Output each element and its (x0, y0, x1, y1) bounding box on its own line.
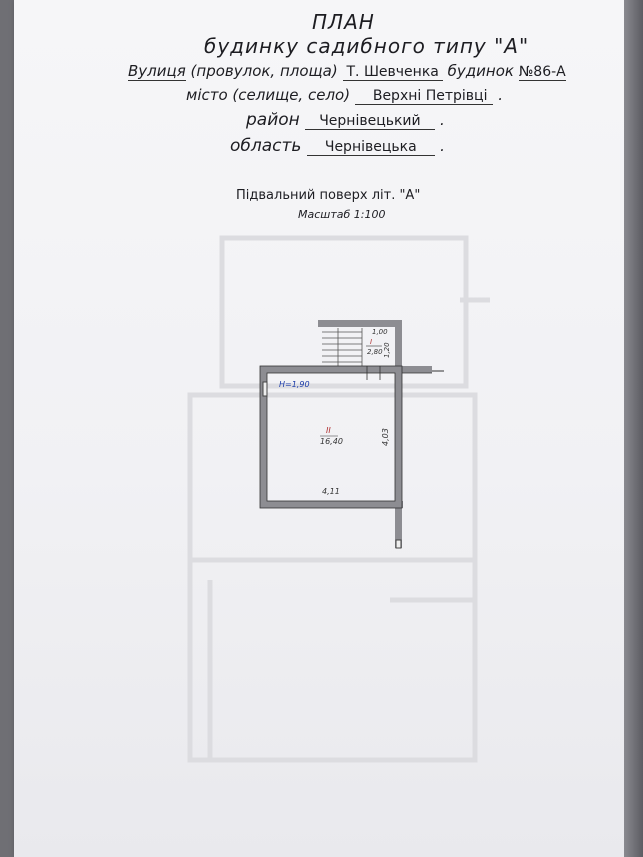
town-dot: . (498, 86, 504, 104)
room1-length-dim: 1,20 (383, 342, 391, 358)
room1-number: I (370, 338, 372, 346)
street-value: Т. Шевченка (342, 64, 443, 81)
region-row: область Чернівецька . (230, 136, 445, 156)
street-label: Вулиця (128, 62, 186, 81)
town-label: місто (селище, село) (186, 86, 351, 104)
stair-walls (318, 320, 402, 376)
room2-width-dim: 4,11 (322, 487, 340, 496)
house-label: будинок (447, 62, 514, 80)
room2-area: 16,40 (320, 437, 343, 446)
room2-number: II (326, 426, 331, 435)
town-row: місто (селище, село) Верхні Петрівці . (186, 86, 503, 105)
room1-area: 2,80 (367, 348, 383, 356)
height-label: H=1,90 (279, 380, 310, 389)
region-value: Чернівецька (306, 139, 435, 156)
room2-height-dim: 4,03 (381, 428, 390, 446)
plan-subtitle: будинку садибного типу "А" (204, 34, 530, 58)
wall-outlines (259, 365, 432, 509)
district-row: район Чернівецький . (246, 110, 445, 130)
region-dot: . (440, 137, 445, 155)
region-label: область (230, 136, 302, 156)
floor-title: Підвальний поверх літ. "А" (236, 188, 421, 203)
document-page (14, 0, 624, 857)
stair-treads (322, 328, 363, 366)
street-row: Вулиця (провулок, площа) Т. Шевченка буд… (128, 62, 566, 81)
scale-label: Масштаб 1:100 (298, 208, 386, 221)
town-value: Верхні Петрівці (354, 88, 494, 105)
district-dot: . (440, 111, 445, 129)
page-edge (624, 0, 643, 857)
house-value: №86-А (518, 64, 566, 81)
plan-title: ПЛАН (312, 10, 375, 34)
ghost-lines (187, 235, 490, 763)
street-hint: (провулок, площа) (190, 62, 338, 80)
door-marks (262, 381, 402, 549)
district-label: район (246, 110, 300, 130)
district-value: Чернівецький (305, 113, 435, 130)
room1-width-dim: 1,00 (372, 328, 388, 336)
